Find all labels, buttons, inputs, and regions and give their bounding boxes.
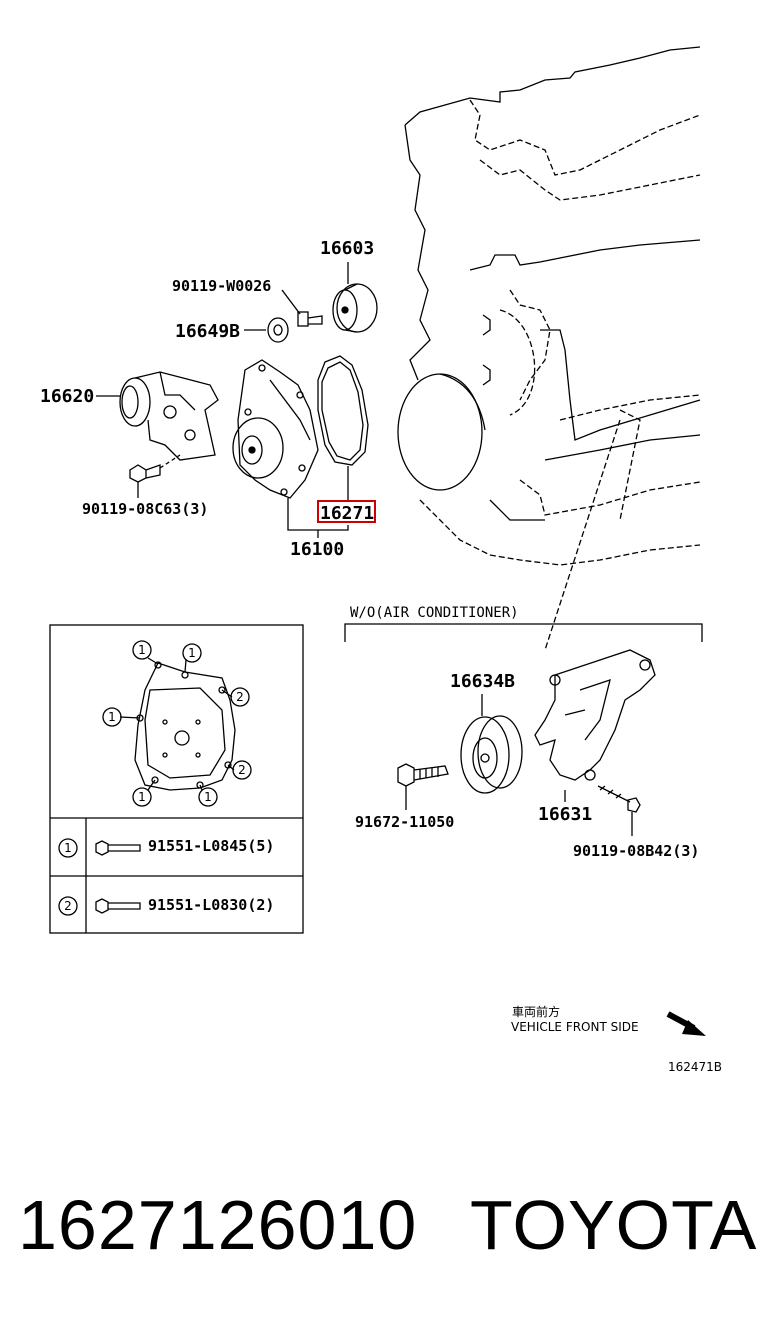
callout-16620: 16620 (40, 386, 94, 407)
highlight-box (317, 500, 376, 523)
legend-mark: 2 (64, 899, 72, 913)
bolt-90119-w0026 (281, 289, 323, 327)
figure-id: 162471B (668, 1060, 722, 1074)
callout-16603: 16603 (320, 238, 374, 259)
crank-pulley-16634b (460, 694, 523, 794)
callout-16271: 16271 (320, 503, 374, 524)
brand-name: TOYOTA (470, 1186, 758, 1264)
bolt-90119-08c63 (129, 454, 181, 498)
callout-16631: 16631 (538, 804, 592, 825)
cap-16649b (244, 317, 289, 343)
bolt-mark: 2 (238, 763, 246, 777)
idler-pulley-16603 (332, 262, 378, 333)
callout-90119-08c63: 90119-08C63(3) (82, 500, 208, 518)
bolt-mark: 2 (236, 690, 244, 704)
variant-bracket (344, 623, 703, 642)
gasket-16271 (317, 355, 369, 500)
part-number: 1627126010 (18, 1186, 418, 1264)
bolt-mark: 1 (204, 790, 212, 804)
bolt-mark: 1 (188, 646, 196, 660)
tensioner-16620 (96, 371, 219, 461)
direction-japanese: 車両前方 (512, 1004, 560, 1019)
bolt-mark: 1 (138, 790, 146, 804)
callout-91672-11050: 91672-11050 (355, 813, 454, 831)
callout-16634b: 16634B (450, 671, 515, 692)
callout-16649b: 16649B (175, 321, 240, 342)
water-pump-16100 (232, 359, 349, 538)
bolt-mark: 1 (108, 710, 116, 724)
bracket-leader (544, 419, 621, 651)
legend-mark: 1 (64, 841, 72, 855)
engine-block (397, 46, 701, 566)
legend-part: 91551-L0845(5) (148, 837, 274, 855)
callout-16100: 16100 (290, 539, 344, 560)
direction-english: VEHICLE FRONT SIDE (511, 1020, 639, 1034)
legend-part: 91551-L0830(2) (148, 896, 274, 914)
direction-arrow-icon (666, 1011, 706, 1036)
bolt-legend-inset (49, 624, 304, 934)
bolt-91672-11050 (397, 763, 449, 810)
bolt-90119-08b42 (597, 785, 641, 836)
variant-label: W/O(AIR CONDITIONER) (350, 605, 519, 621)
callout-90119-08b42: 90119-08B42(3) (573, 842, 699, 860)
bracket-16631 (534, 649, 656, 802)
callout-90119-w0026: 90119-W0026 (172, 277, 271, 295)
bolt-mark: 1 (138, 643, 146, 657)
